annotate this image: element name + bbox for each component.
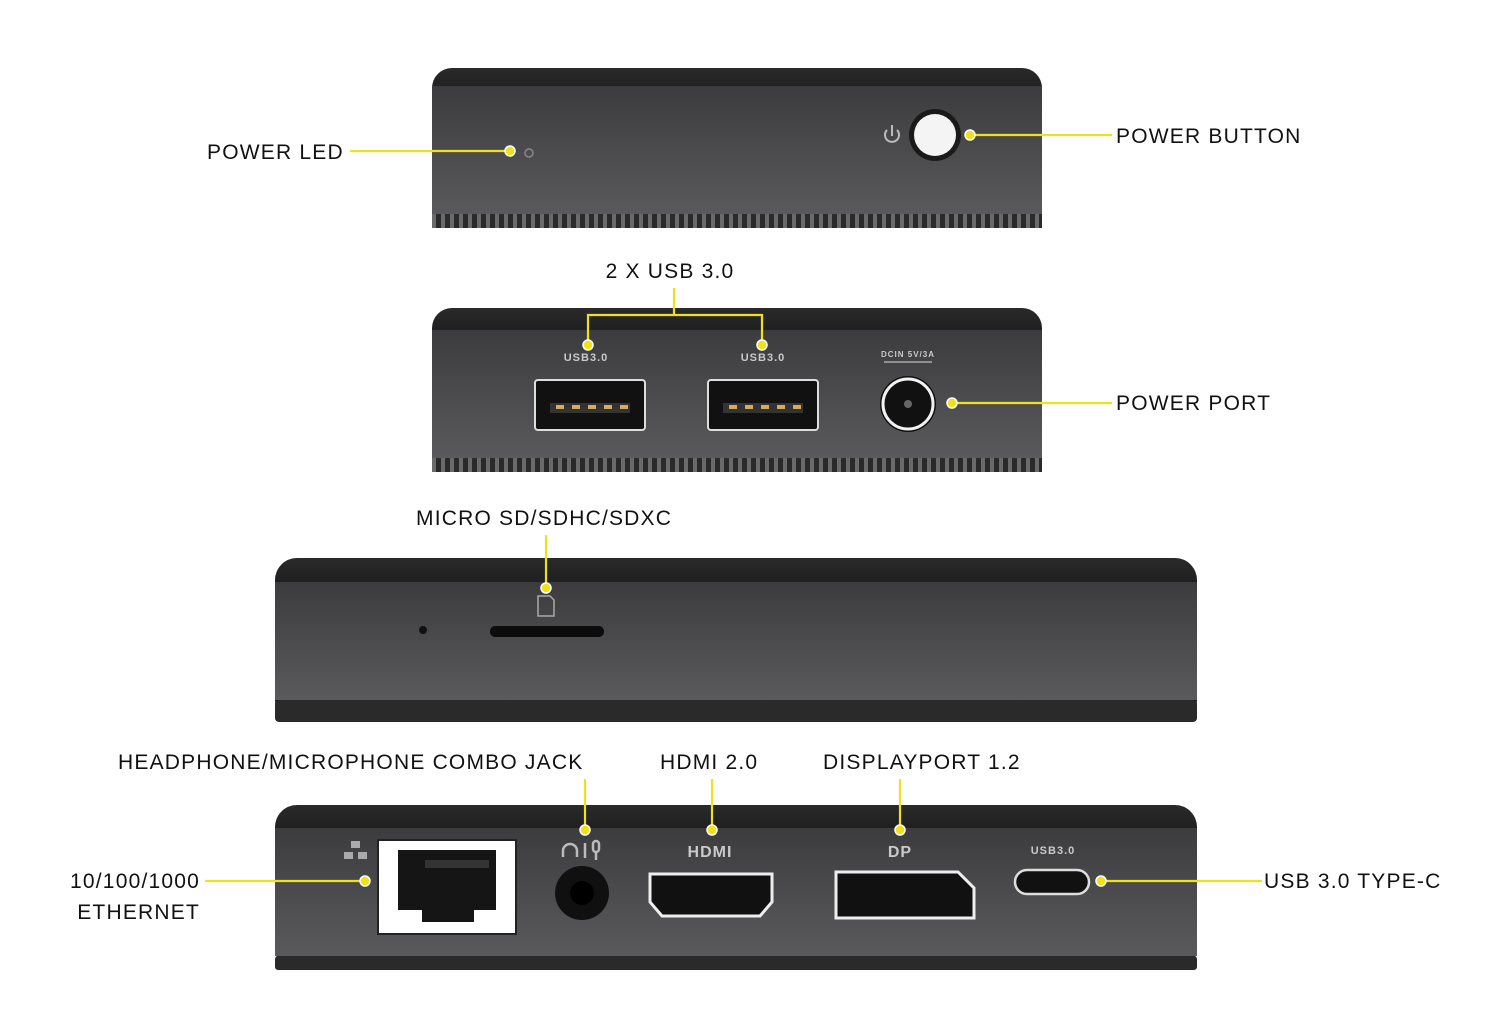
usb-a-marking-2: USB3.0 [741, 352, 786, 364]
device-rear-view: USB3.0 USB3.0 DCIN 5V/3A [432, 308, 1042, 472]
headphone-mic-icon [561, 839, 601, 860]
device-side-view [275, 558, 1197, 722]
usb-a-port-1 [534, 379, 646, 431]
microsd-slot [490, 626, 604, 637]
dp-marking: DP [888, 844, 912, 861]
microsd-icon [537, 595, 555, 617]
device-front-view [432, 68, 1042, 228]
power-led [524, 148, 534, 158]
dcin-marking: DCIN 5V/3A [881, 350, 935, 359]
usb-c-marking: USB3.0 [1031, 845, 1076, 857]
label-ethernet-speed: 10/100/1000 [70, 870, 200, 893]
network-icon [344, 841, 367, 859]
label-usb-c: USB 3.0 TYPE-C [1264, 870, 1441, 893]
label-power-port: POWER PORT [1116, 392, 1271, 415]
hdmi-port [648, 872, 774, 918]
displayport-port [834, 870, 976, 920]
side-pinhole [419, 626, 427, 634]
usb-a-marking-1: USB3.0 [564, 352, 609, 364]
label-displayport: DISPLAYPORT 1.2 [823, 751, 1021, 774]
ethernet-port [377, 839, 517, 935]
label-combo-jack: HEADPHONE/MICROPHONE COMBO JACK [118, 751, 583, 774]
leader-lines [205, 129, 1262, 887]
label-hdmi: HDMI 2.0 [660, 751, 758, 774]
label-micro-sd: MICRO SD/SDHC/SDXC [416, 507, 672, 530]
usb-a-port-2 [707, 379, 819, 431]
label-power-led: POWER LED [207, 141, 344, 164]
label-usb-pair: 2 X USB 3.0 [606, 260, 735, 283]
label-ethernet: ETHERNET [77, 901, 200, 924]
hdmi-marking: HDMI [688, 844, 733, 861]
device-io-view: HDMI DP USB3.0 [275, 805, 1197, 970]
power-port [880, 376, 936, 432]
label-power-button: POWER BUTTON [1116, 125, 1302, 148]
power-icon [884, 125, 900, 143]
usb-c-port [1013, 868, 1091, 896]
power-button[interactable] [914, 114, 956, 156]
